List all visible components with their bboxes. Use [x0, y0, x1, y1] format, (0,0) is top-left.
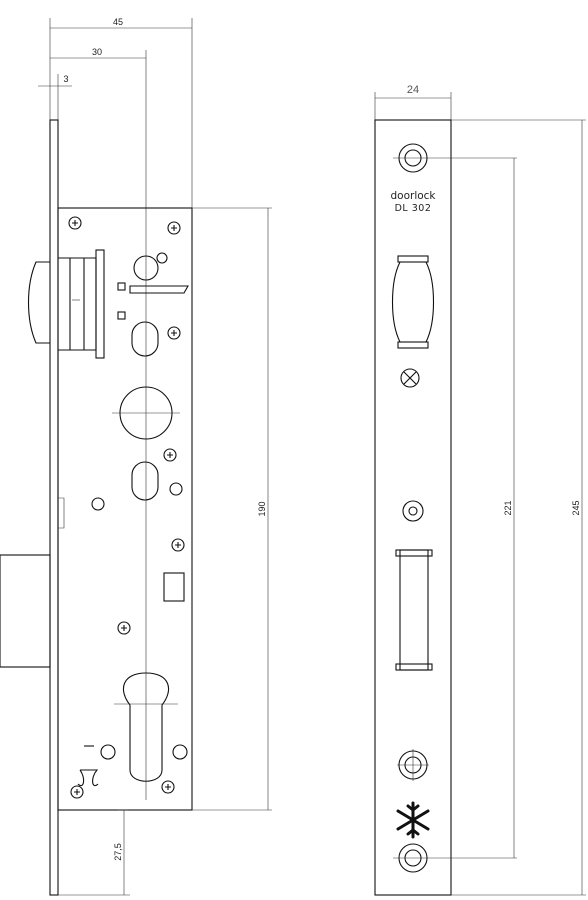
- brand-label: doorlock: [390, 190, 436, 202]
- slot-upper: [131, 321, 159, 357]
- dimension-45: 45: [49, 17, 193, 208]
- dim-label-221: 221: [503, 500, 513, 515]
- dim-label-190: 190: [257, 501, 267, 516]
- mounting-hole-bottom: [393, 843, 517, 873]
- lock-side-view: 45 30 3: [0, 17, 272, 896]
- mechanism-square: [117, 311, 126, 320]
- dimension-190: 190: [192, 207, 272, 811]
- dimension-27-5: 27,5: [58, 809, 130, 896]
- spring-clip: [77, 769, 99, 787]
- model-label: DL 302: [395, 203, 432, 214]
- lock-case: [57, 207, 193, 811]
- dim-label-30: 30: [92, 47, 102, 57]
- mounting-hole-top: [393, 143, 517, 173]
- cylinder-cutout: [100, 672, 188, 782]
- dim-label-45: 45: [113, 17, 123, 27]
- dim-label-24: 24: [407, 84, 419, 96]
- dimension-221: 221: [503, 158, 515, 858]
- dimension-30: 30: [50, 47, 147, 800]
- latch-bolt-front: [391, 255, 435, 349]
- slot-lower: [131, 461, 159, 501]
- faceplate-side: [49, 119, 59, 896]
- dim-label-27-5: 27,5: [113, 843, 123, 861]
- dimension-3: 3: [38, 74, 72, 120]
- deadbolt-front: [395, 549, 433, 671]
- dim-label-3: 3: [63, 74, 68, 84]
- deadbolt-side: [0, 554, 51, 668]
- follower-small: [133, 255, 159, 281]
- torx-screw-icon: [402, 500, 424, 522]
- dim-label-245: 245: [571, 500, 581, 515]
- cam-square: [163, 572, 185, 602]
- dimension-245: 245: [451, 119, 586, 896]
- hole: [91, 497, 105, 511]
- mechanism-square: [117, 282, 126, 291]
- snowflake-icon: [396, 801, 430, 839]
- case-screw-icon: [68, 216, 185, 799]
- hole: [169, 482, 183, 496]
- lock-front-view: 24 doorlock DL 302: [374, 84, 586, 896]
- faceplate-front: [374, 119, 452, 896]
- latch-bolt-side: [27, 249, 105, 359]
- lever-bar: [129, 285, 189, 294]
- phillips-screw-icon: [400, 368, 420, 388]
- dimension-24: 24: [374, 84, 452, 120]
- mounting-hole-middle: [397, 749, 429, 781]
